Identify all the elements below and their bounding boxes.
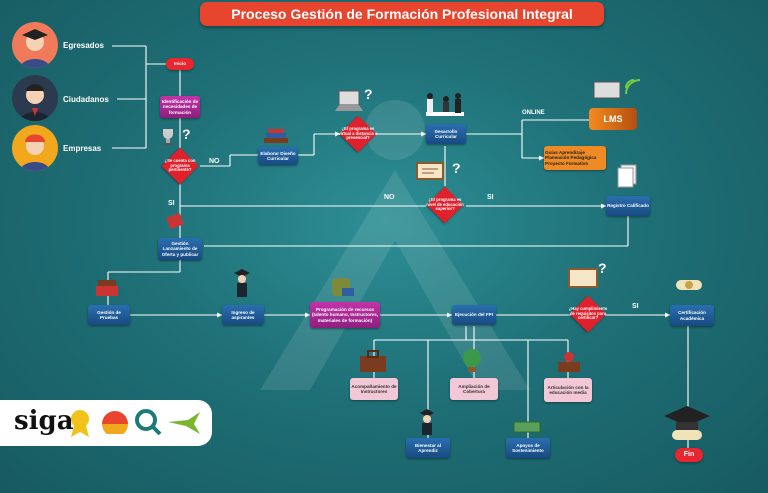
node-bienestar: Bienestar al Aprendiz	[406, 438, 450, 458]
hummingbird-icon	[168, 412, 200, 434]
trophy-icon	[163, 129, 173, 145]
certificate-icon	[416, 162, 444, 180]
books-icon	[166, 212, 184, 230]
persona-label-empresas: Empresas	[63, 144, 102, 153]
question-mark-icon: ?	[182, 126, 191, 142]
persona-label-ciudadanos: Ciudadanos	[63, 95, 109, 104]
node-gestion-pruebas: Gestión de Pruebas	[88, 305, 130, 325]
company-avatar	[12, 125, 58, 171]
lms-badge: LMS	[589, 108, 637, 130]
question-mark-icon: ?	[364, 86, 373, 102]
graduate-figure-icon	[234, 269, 250, 297]
question-mark-icon: ?	[598, 260, 607, 276]
end-node: Fin	[675, 448, 703, 462]
sena-watermark	[260, 100, 530, 390]
diploma-icon	[676, 280, 702, 290]
node-ampliacion: Ampliación de Cobertura	[450, 378, 498, 400]
medal-icon	[71, 410, 89, 437]
label-si-pertinente: SI	[168, 200, 175, 207]
node-gestion-oferta: Gestión Lanzamiento de Oferta y publicar	[158, 238, 202, 260]
decision-pertinente: ¿Se cuenta con programa pertinente?	[164, 158, 196, 173]
decision-requisitos: ¿Hay cumplimiento de requisitos para cer…	[568, 306, 608, 321]
logo-strip: siga	[0, 400, 212, 446]
node-elaborar-diseno: Elaborar Diseño Curricular	[258, 147, 298, 165]
persona-label-egresados: Egresados	[63, 41, 104, 50]
node-registro: Registro Calificado	[606, 196, 650, 216]
label-si-superior: SI	[487, 194, 494, 201]
node-ingreso: Ingreso de aspirantes	[222, 305, 264, 325]
globe-icon	[463, 349, 481, 372]
node-acompanamiento: Acompañamiento de Instructores	[350, 378, 398, 400]
graduate-avatar	[12, 22, 58, 68]
page-title: Proceso Gestión de Formación Profesional…	[200, 2, 604, 26]
start-node: Inicio	[166, 58, 194, 70]
magnifier-icon	[135, 409, 162, 436]
node-certificacion: Certificación Académica	[670, 305, 714, 326]
book-apple-icon	[96, 280, 118, 296]
briefcase-icon	[360, 350, 386, 372]
node-ejecucion: Ejecución del FPI	[452, 305, 496, 325]
books-icon	[264, 129, 288, 143]
label-no-pertinente: NO	[209, 158, 220, 165]
computer-wifi-icon	[593, 79, 640, 99]
graduate-figure-icon	[420, 409, 434, 435]
graduation-cap-icon	[664, 406, 710, 440]
node-articulacion: Articulación con la educación media	[544, 378, 592, 402]
question-mark-icon: ?	[452, 160, 461, 176]
team-icon	[426, 93, 464, 116]
label-online: ONLINE	[522, 110, 545, 116]
node-desarrollo: Desarrollo Curricular	[426, 124, 466, 144]
laptop-icon	[335, 90, 363, 111]
supplies-icon	[332, 278, 354, 296]
label-si-requisitos: SI	[632, 303, 639, 310]
label-no-superior: NO	[384, 194, 395, 201]
citizen-avatar	[12, 75, 58, 121]
decision-superior: ¿El programa es nivel de educación super…	[426, 197, 464, 212]
decision-virtual: ¿El programa es virtual a distancia o pr…	[338, 126, 378, 141]
node-programacion: Programación de recursos (talento humano…	[310, 302, 380, 328]
money-stack-icon	[513, 421, 541, 433]
certificate-icon	[568, 268, 598, 288]
book-apple-icon	[558, 352, 580, 372]
node-apoyos: Apoyos de Sostenimiento	[506, 438, 550, 458]
node-identificacion: Identificación de necesidades de formaci…	[160, 96, 200, 118]
document-icon	[617, 164, 637, 188]
half-circle-icon	[102, 411, 128, 434]
siga-logo: siga	[14, 406, 74, 436]
node-guias: Guías Aprendizaje Planeación Pedagógica …	[544, 146, 606, 170]
